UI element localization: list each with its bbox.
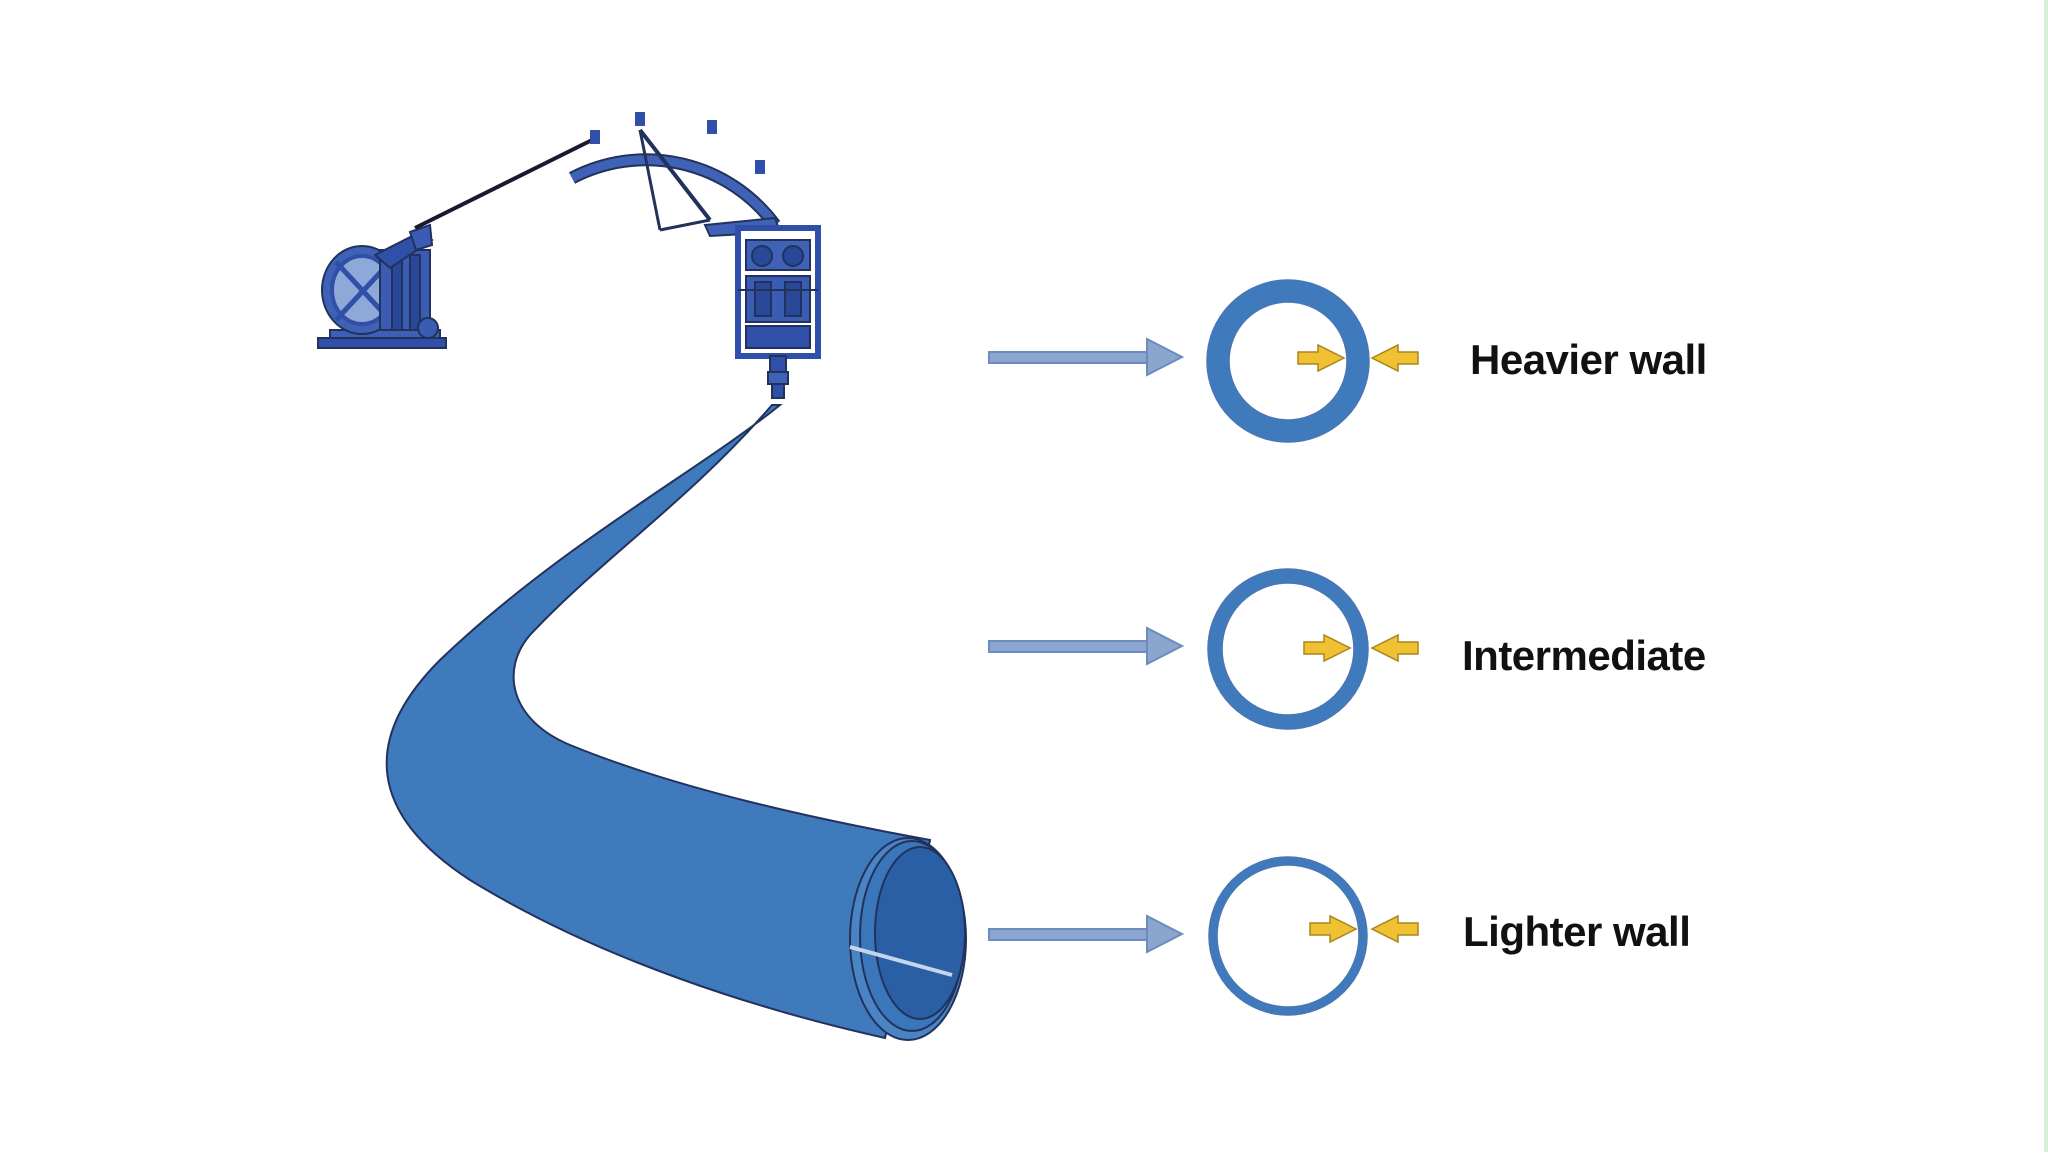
- wall-thickness-arrows-intermediate: [1303, 633, 1419, 663]
- label-intermediate: Intermediate: [1462, 632, 1706, 679]
- label-lighter-wall: Lighter wall: [1463, 908, 1691, 955]
- reel-unit-icon: [317, 223, 447, 349]
- arrow-to-lighter-wall: [988, 914, 1185, 954]
- cable-line: [414, 138, 593, 230]
- wall-thickness-arrows-heavy: [1297, 343, 1419, 373]
- gooseneck-arch-icon: [568, 112, 782, 238]
- arrow-to-intermediate: [988, 626, 1185, 666]
- right-edge-strip: [2044, 0, 2048, 1152]
- coiled-pipe-body: [385, 404, 967, 1041]
- injector-unit-icon: [735, 225, 821, 399]
- cross-section-heavier-wall: [1206, 279, 1370, 443]
- cross-section-intermediate: [1207, 568, 1369, 730]
- wall-thickness-arrows-light: [1309, 914, 1419, 944]
- label-heavier-wall: Heavier wall: [1470, 336, 1707, 383]
- arrow-to-heavier-wall: [988, 337, 1185, 377]
- cross-section-lighter-wall: [1208, 856, 1368, 1016]
